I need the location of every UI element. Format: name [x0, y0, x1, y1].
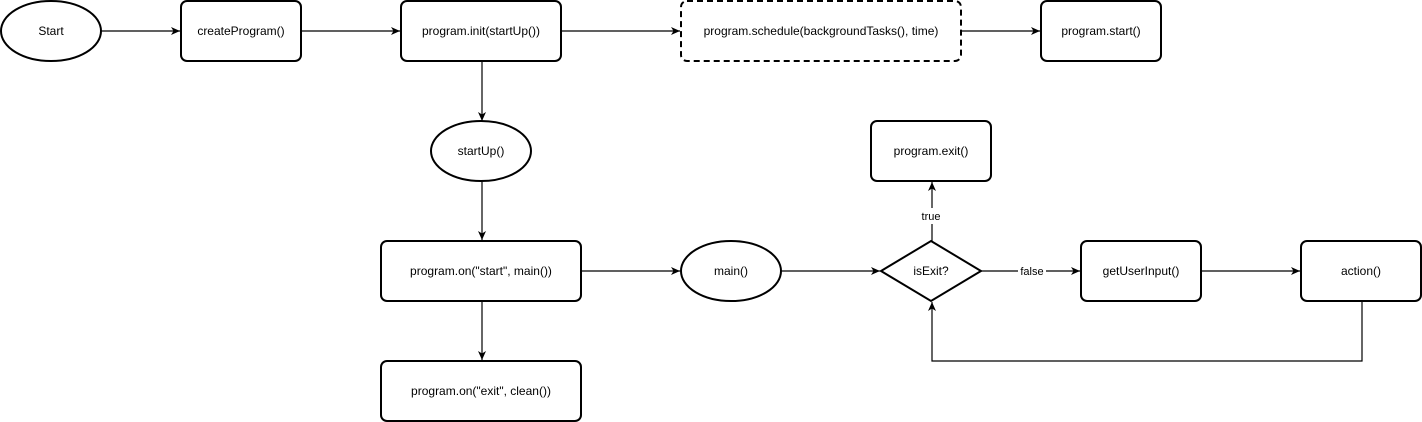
node-program-schedule-label: program.schedule(backgroundTasks(), time…: [704, 24, 939, 38]
node-program-on-exit-label: program.on("exit", clean()): [411, 384, 551, 398]
edge-label-true: true: [922, 211, 941, 223]
node-program-init: program.init(startUp()): [400, 0, 562, 62]
node-create-program: createProgram(): [180, 0, 302, 62]
false-label-bg: [1018, 263, 1046, 279]
node-program-start-label: program.start(): [1061, 24, 1140, 38]
node-startup-label: startUp(): [458, 144, 505, 158]
node-program-on-exit: program.on("exit", clean()): [380, 360, 582, 422]
node-program-exit: program.exit(): [870, 120, 992, 182]
node-program-schedule: program.schedule(backgroundTasks(), time…: [680, 0, 962, 62]
edge-labels: true false: [919, 208, 1046, 279]
node-is-exit-label: isExit?: [913, 264, 949, 278]
edges: [101, 27, 1363, 362]
node-program-init-label: program.init(startUp()): [422, 24, 540, 38]
node-action: action(): [1300, 240, 1422, 302]
node-main-label: main(): [714, 264, 748, 278]
node-start-label: Start: [38, 24, 64, 38]
node-main: main(): [680, 240, 782, 302]
node-start: Start: [0, 0, 102, 62]
node-action-label: action(): [1341, 264, 1381, 278]
node-program-exit-label: program.exit(): [894, 144, 969, 158]
node-is-exit: isExit?: [879, 239, 983, 303]
edge-label-false: false: [1020, 266, 1043, 278]
edge-action-loop-to-isexit: [928, 301, 1363, 362]
node-get-user-input: getUserInput(): [1080, 240, 1202, 302]
node-create-program-label: createProgram(): [197, 24, 284, 38]
node-get-user-input-label: getUserInput(): [1103, 264, 1180, 278]
node-program-start: program.start(): [1040, 0, 1162, 62]
node-startup: startUp(): [430, 120, 532, 182]
node-program-on-start-label: program.on("start", main()): [410, 264, 552, 278]
node-program-on-start: program.on("start", main()): [380, 240, 582, 302]
true-label-bg: [919, 208, 945, 224]
